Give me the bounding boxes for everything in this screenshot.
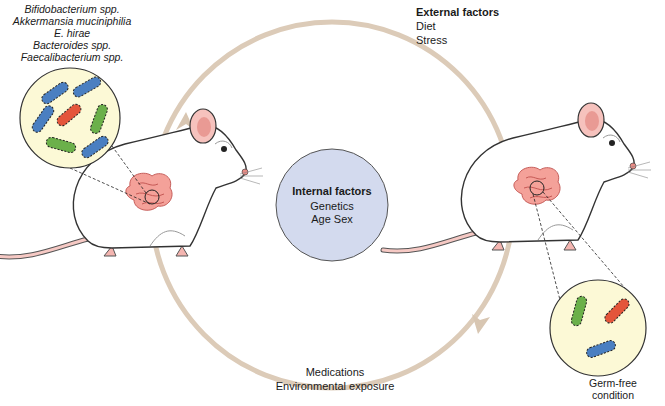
bacteria-name: Bacteroides spp. — [33, 39, 111, 52]
exposure-label: Environmental exposure — [276, 380, 395, 393]
node-body: Genetics Age Sex — [310, 200, 353, 226]
external-factors-heading: External factors — [416, 6, 499, 19]
bacteria-name: Faecalibacterium spp. — [21, 51, 124, 64]
bacteria-name: E. hirae — [54, 27, 90, 40]
bacteria-name: Bifidobacterium spp. — [24, 3, 119, 16]
exposure-label: Medications — [306, 366, 365, 379]
external-factor: Diet — [416, 20, 436, 33]
bacteria-name: Akkermansia muciniphilia — [13, 15, 131, 28]
node-heading: Internal factors — [292, 185, 371, 198]
condition-label: Germ-free condition — [580, 377, 646, 401]
internal-factors-circle: Internal factorsGenetics Age Sex — [275, 148, 389, 262]
external-factor: Stress — [416, 34, 447, 47]
